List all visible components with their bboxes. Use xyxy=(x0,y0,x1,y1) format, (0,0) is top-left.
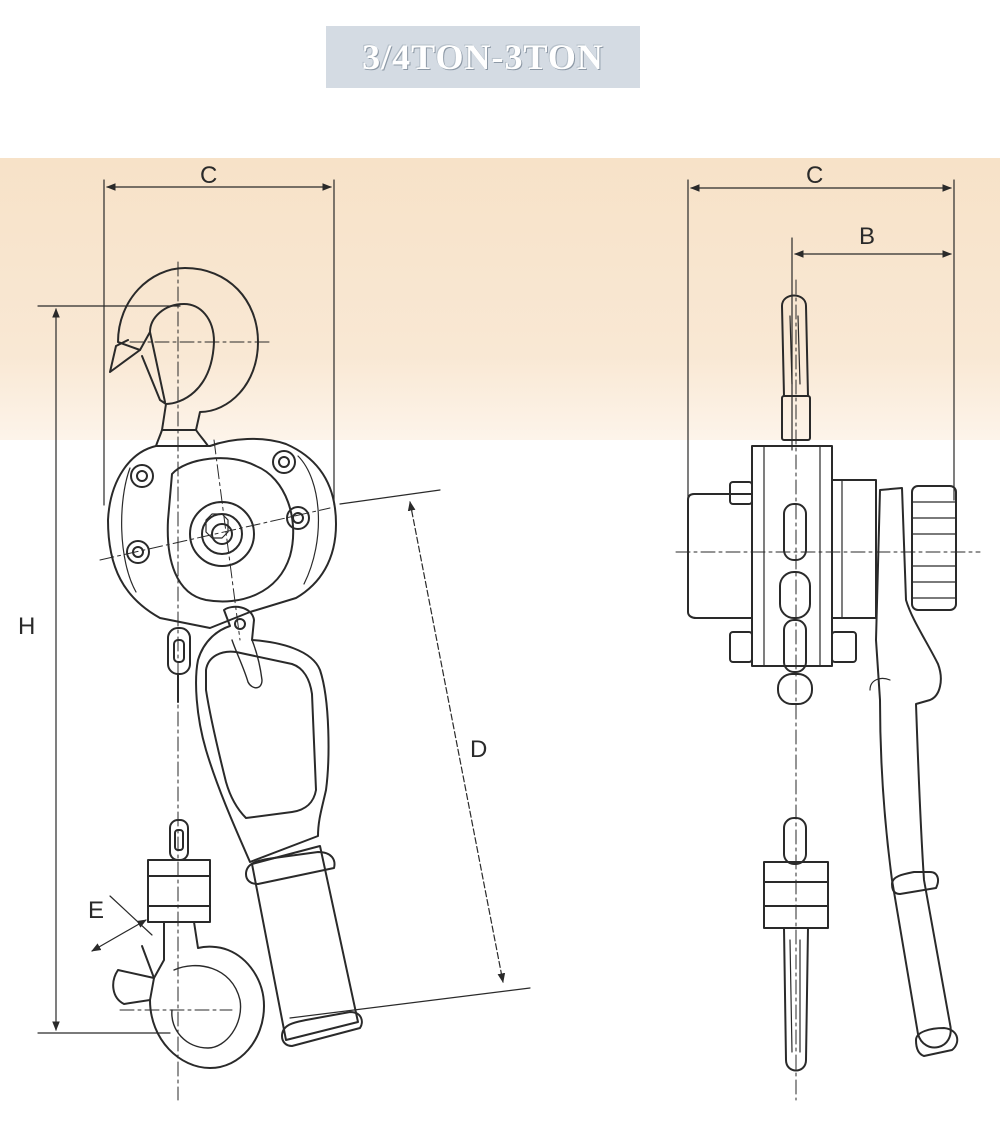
label-e: E xyxy=(88,897,104,924)
background-band xyxy=(0,158,1000,440)
page-title: 3/4TON-3TON xyxy=(326,26,640,88)
label-b: B xyxy=(859,223,875,250)
label-h: H xyxy=(18,613,35,640)
lever-handle xyxy=(195,605,363,1047)
label-c-right: C xyxy=(806,162,823,189)
side-view xyxy=(675,179,981,1101)
load-chain xyxy=(167,627,191,861)
dim-line-e xyxy=(91,919,147,952)
front-view xyxy=(37,179,531,1101)
free-chain-knob xyxy=(911,485,957,611)
label-d: D xyxy=(470,736,487,763)
label-c-left: C xyxy=(200,162,217,189)
dim-line-d xyxy=(407,501,506,983)
top-hook xyxy=(109,267,259,447)
bottom-hook xyxy=(112,859,265,1069)
lever-side xyxy=(869,487,959,1057)
hoist-body xyxy=(107,437,337,629)
